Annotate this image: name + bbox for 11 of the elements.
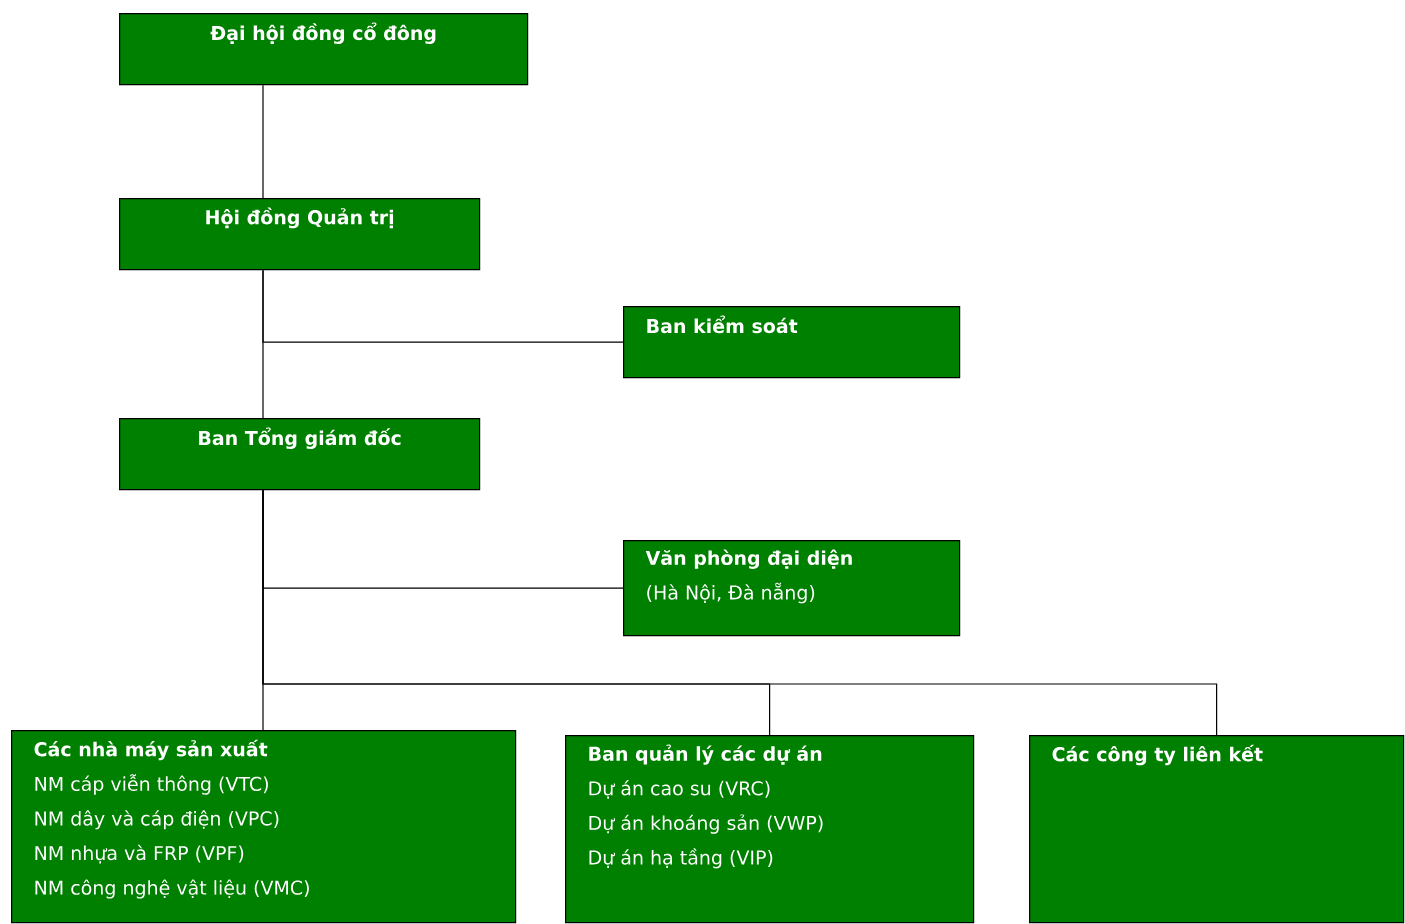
connector-line: [262, 84, 264, 199]
org-box: Các công ty liên kết: [1029, 735, 1405, 924]
org-box: Các nhà máy sản xuất NM cáp viễn thông (VTC) NM dây và cáp điện (VPC) NM nhựa và FRP (VPF) NM công nghệ vật liệu (VMC): [11, 730, 517, 924]
org-box: Văn phòng đại diện (Hà Nội, Đà nẵng): [623, 540, 961, 637]
org-box: Đại hội đồng cổ đông: [119, 13, 529, 86]
org-box: Ban quản lý các dự án Dự án cao su (VRC) Dự án khoáng sản (VWP) Dự án hạ tầng (VIP): [565, 735, 975, 924]
org-box: Ban Tổng giám đốc: [119, 418, 481, 491]
connector-line: [262, 269, 264, 419]
org-box: Ban kiểm soát: [623, 306, 961, 379]
connector-line: [262, 489, 1218, 736]
org-box: Hội đồng Quản trị: [119, 198, 481, 271]
